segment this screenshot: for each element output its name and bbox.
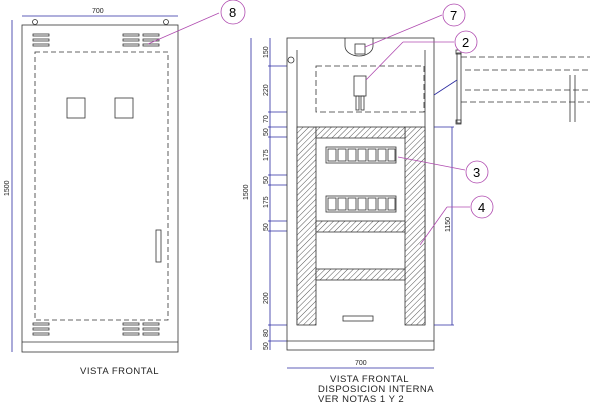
inner-height-dim: 1150 [445, 217, 452, 232]
svg-text:2: 2 [462, 35, 469, 50]
right-title-line-2: DISPOSICION INTERNA [318, 384, 434, 395]
dim-70: 70 [263, 115, 270, 123]
dim-220: 220 [263, 84, 270, 96]
door-outline [34, 51, 169, 321]
left-height-dim: 1500 [4, 180, 11, 196]
svg-text:4: 4 [478, 200, 485, 215]
rail-low [315, 268, 406, 281]
right-post [404, 126, 426, 326]
dim-175: 175 [263, 196, 270, 208]
dim-80: 80 [263, 329, 270, 337]
callout-4: 4 [419, 195, 494, 246]
left-post [296, 126, 317, 326]
dim-50: 50 [263, 223, 270, 231]
dim-50: 50 [263, 342, 270, 350]
ground-terminal [287, 56, 295, 64]
svg-text:8: 8 [229, 5, 236, 20]
dim-50: 50 [263, 176, 270, 184]
callout-2: 2 [365, 30, 478, 81]
main-switch [353, 75, 367, 97]
mounting-plate [315, 65, 425, 113]
right-height-dim: 1500 [243, 184, 250, 200]
breaker-row-1 [325, 146, 397, 164]
callout-8: 8 [147, 0, 246, 45]
left-view-title: VISTA FRONTAL [80, 366, 159, 377]
callout-3: 3 [397, 156, 489, 184]
right-cabinet-internal-view: 1500 150 220 70 50 175 50 175 50 200 80 … [243, 3, 590, 405]
svg-text:7: 7 [450, 8, 457, 23]
callout-7: 7 [364, 3, 466, 48]
top-vents [32, 33, 160, 47]
rail-top [315, 126, 406, 139]
breaker-row-2 [325, 195, 397, 213]
right-title-line-3: VER NOTAS 1 Y 2 [318, 394, 404, 405]
dim-175: 175 [263, 149, 270, 161]
top-cutout [344, 38, 374, 57]
dim-150: 150 [263, 46, 270, 58]
left-cabinet-front-view: 700 1500 VISTA FRONTAL 8 [4, 0, 246, 377]
right-width-dim: 700 [355, 360, 367, 367]
right-title-line-1: VISTA FRONTAL [330, 374, 409, 385]
dim-200: 200 [263, 292, 270, 304]
dim-50: 50 [263, 128, 270, 136]
side-detail [433, 49, 590, 125]
rail-mid [315, 220, 406, 233]
left-width-dim: 700 [92, 8, 104, 15]
window-2 [114, 97, 134, 119]
window-1 [66, 97, 86, 119]
terminal-strip [342, 315, 374, 322]
svg-text:3: 3 [473, 165, 480, 180]
door-handle [155, 229, 162, 263]
bottom-vents [32, 322, 160, 336]
